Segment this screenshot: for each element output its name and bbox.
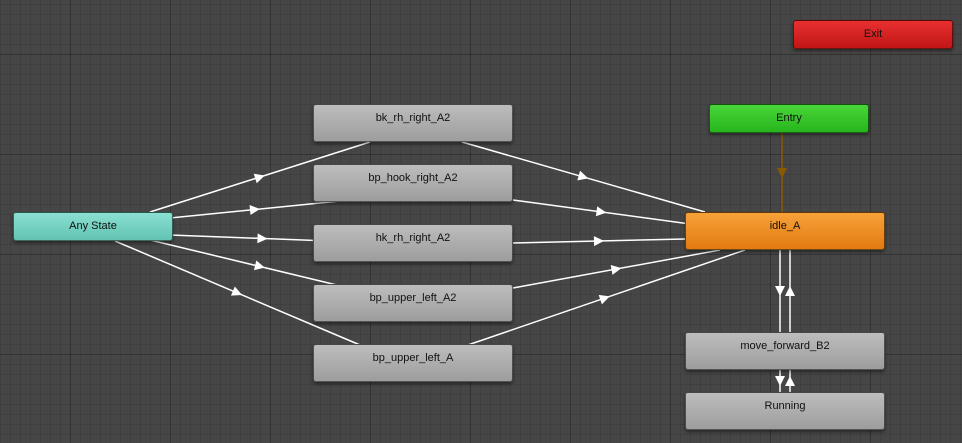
transition-arrow-idle-to-move-forward-b2: [775, 286, 785, 296]
transition-arrow-bk-rh-right-a2-to-idle: [577, 170, 589, 181]
transition-arrow-any-to-hk-rh-right-a2: [257, 233, 268, 244]
transition-any-to-bp-hook-right-a2[interactable]: [159, 199, 351, 220]
state-node-bp-upper-left-a2[interactable]: bp_upper_left_A2: [313, 284, 513, 322]
state-node-label: idle_A: [769, 220, 801, 232]
state-node-bk-rh-right-a2[interactable]: bk_rh_right_A2: [313, 104, 513, 142]
transition-arrow-bp-upper-left-a-to-idle: [598, 294, 610, 305]
any-state-node[interactable]: Any State: [13, 212, 173, 241]
state-node-label: bp_upper_left_A: [372, 352, 454, 364]
transition-bp-hook-right-a2-to-idle[interactable]: [512, 199, 691, 225]
state-node-running[interactable]: Running: [685, 392, 885, 430]
state-node-label: move_forward_B2: [740, 340, 830, 352]
state-node-label: Running: [764, 400, 806, 412]
transition-arrow-entry-to-idle: [777, 168, 787, 178]
entry-node-label: Entry: [776, 112, 802, 124]
exit-node[interactable]: Exit: [793, 20, 953, 49]
state-node-label: bp_hook_right_A2: [368, 172, 458, 184]
state-node-move-forward-b2[interactable]: move_forward_B2: [685, 332, 885, 370]
transition-arrow-bp-hook-right-a2-to-idle: [595, 206, 607, 217]
transition-arrow-any-to-bp-hook-right-a2: [249, 205, 260, 215]
transition-bp-upper-left-a2-to-idle[interactable]: [512, 249, 721, 289]
transition-hk-rh-right-a2-to-idle[interactable]: [512, 238, 686, 244]
transition-arrow-hk-rh-right-a2-to-idle: [593, 236, 604, 247]
any-state-node-label: Any State: [69, 220, 117, 232]
transition-arrow-move-forward-b2-to-running: [775, 376, 785, 386]
state-node-label: bp_upper_left_A2: [369, 292, 457, 304]
state-node-label: hk_rh_right_A2: [375, 232, 451, 244]
state-node-hk-rh-right-a2[interactable]: hk_rh_right_A2: [313, 224, 513, 262]
state-node-bp-hook-right-a2[interactable]: bp_hook_right_A2: [313, 164, 513, 202]
transition-arrow-move-forward-b2-to-idle: [785, 286, 795, 296]
exit-node-label: Exit: [863, 28, 883, 40]
transition-arrow-any-to-bp-upper-left-a2: [253, 260, 265, 271]
transition-arrow-any-to-bk-rh-right-a2: [253, 173, 265, 184]
state-node-idle-a[interactable]: idle_A: [685, 212, 885, 250]
state-node-label: bk_rh_right_A2: [375, 112, 451, 124]
state-node-bp-upper-left-a[interactable]: bp_upper_left_A: [313, 344, 513, 382]
transition-arrow-any-to-bp-upper-left-a: [230, 286, 243, 296]
entry-node[interactable]: Entry: [709, 104, 869, 133]
transition-arrow-running-to-move-forward-b2: [785, 376, 795, 386]
transition-arrow-bp-upper-left-a2-to-idle: [610, 264, 622, 275]
